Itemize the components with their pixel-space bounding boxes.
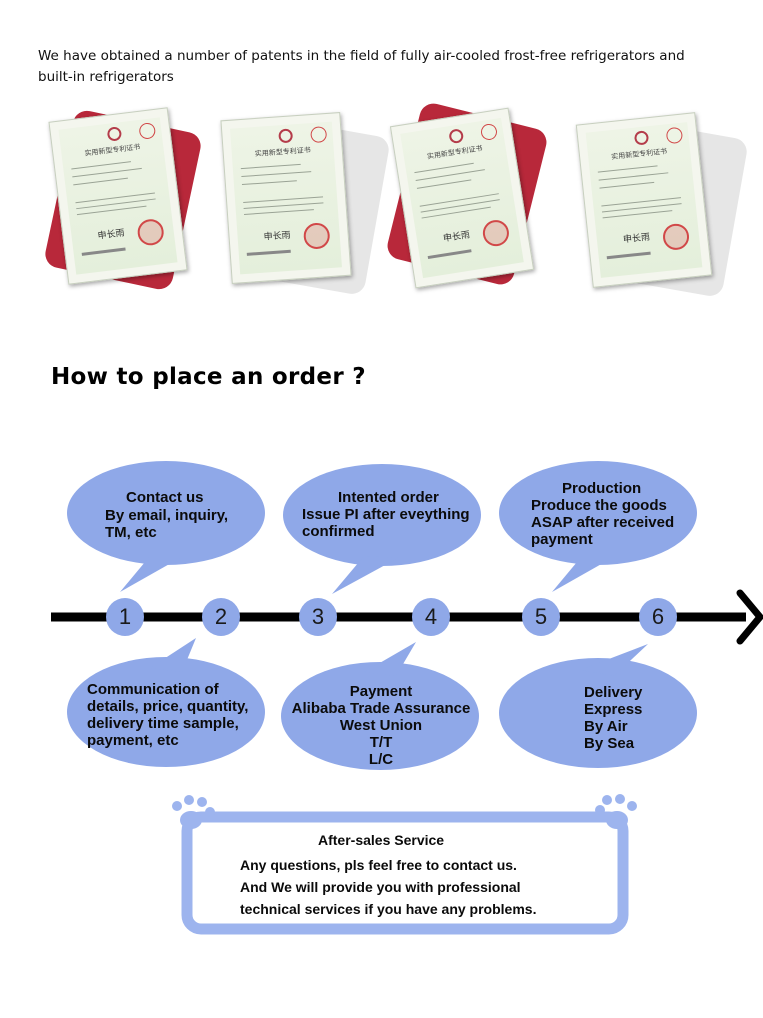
step-number-2: 2	[214, 604, 228, 629]
bubble-contact-title: Contact us	[126, 489, 204, 506]
patent-certificate-2: 实用新型专利证书 申长雨	[206, 100, 396, 300]
bubble-order-line: confirmed	[302, 523, 375, 540]
after-sales-line: And We will provide you with professiona…	[240, 879, 521, 895]
seal-icon	[661, 222, 691, 252]
patent-certificate-3: 实用新型专利证书 申长雨	[384, 100, 574, 300]
bubble-production-title: Production	[562, 480, 642, 497]
bottom-bubbles	[67, 638, 697, 770]
step-number-3: 3	[311, 604, 325, 629]
bubble-production-line: Produce the goods	[531, 497, 667, 514]
bubble-production-line: payment	[531, 531, 593, 548]
bubble-communication-line: payment, etc	[87, 732, 179, 749]
bubble-contact	[67, 461, 265, 565]
after-sales-title: After-sales Service	[318, 832, 445, 848]
order-flow-diagram	[51, 461, 763, 935]
paw-left-icon	[172, 795, 215, 829]
bubble-payment-line: T/T	[369, 734, 393, 751]
certificate-signature: 申长雨	[97, 228, 126, 242]
seal-icon	[481, 218, 511, 249]
seal-icon	[302, 222, 331, 250]
bubble-payment-line: West Union	[339, 717, 423, 734]
patent-logo-icon	[448, 128, 465, 145]
bubble-payment-line: Alibaba Trade Assurance	[291, 700, 471, 717]
after-sales-line: technical services if you have any probl…	[240, 901, 537, 917]
step-number-1: 1	[118, 604, 132, 629]
bubble-contact-line: By email, inquiry,	[105, 507, 229, 524]
step-circle-4	[412, 598, 450, 636]
bubble-contact-line: TM, etc	[105, 524, 157, 541]
arrow-head-icon	[736, 589, 763, 645]
bubble-payment-line: L/C	[368, 751, 394, 768]
bubble-delivery-line: By Air	[584, 718, 628, 735]
intro-text: We have obtained a number of patents in …	[38, 48, 685, 85]
page-title: How to place an order ?	[51, 364, 366, 390]
bubble-communication-line: delivery time sample,	[87, 715, 239, 732]
step-circle-6	[639, 598, 677, 636]
patent-certificate-1: 实用新型专利证书 申长雨	[36, 100, 226, 300]
paw-right-icon	[595, 794, 637, 829]
top-bubbles	[67, 461, 697, 594]
step-number-4: 4	[424, 604, 438, 629]
bubble-delivery-line: By Sea	[584, 735, 635, 752]
certificate-signature: 申长雨	[622, 232, 651, 246]
certificate-signature: 申长雨	[442, 230, 471, 245]
step-number-6: 6	[651, 604, 665, 629]
certificate-title: 实用新型专利证书	[254, 146, 312, 159]
certificate-title: 实用新型专利证书	[84, 142, 141, 158]
stamp-icon	[310, 126, 328, 144]
step-circle-2	[202, 598, 240, 636]
patent-logo-icon	[106, 126, 123, 142]
certificate-signature: 申长雨	[263, 230, 292, 243]
after-sales-frame	[181, 811, 629, 935]
stamp-icon	[479, 122, 499, 142]
step-circle-1	[106, 598, 144, 636]
certificate-title: 实用新型专利证书	[610, 147, 668, 162]
step-circle-3	[299, 598, 337, 636]
patent-certificate-4: 实用新型专利证书 申长雨	[570, 100, 760, 300]
bubble-communication-line: details, price, quantity,	[87, 698, 249, 715]
bubble-communication-line: Communication of	[87, 681, 219, 698]
bubble-order-title: Intented order	[338, 489, 439, 506]
bubble-delivery-title: Delivery	[584, 684, 643, 701]
bubble-payment-title: Payment	[349, 683, 413, 700]
stamp-icon	[138, 122, 157, 140]
patent-logo-icon	[633, 130, 650, 146]
seal-icon	[136, 217, 166, 247]
patent-logo-icon	[278, 128, 294, 144]
bubble-production-line: ASAP after received	[531, 514, 675, 531]
bubble-order-line: Issue PI after eveything	[302, 506, 470, 523]
step-number-5: 5	[534, 604, 548, 629]
after-sales-line: Any questions, pls feel free to contact …	[240, 857, 517, 873]
bubble-delivery-line: Express	[584, 701, 643, 718]
step-circle-5	[522, 598, 560, 636]
stamp-icon	[665, 126, 684, 145]
certificate-title: 实用新型专利证书	[426, 144, 484, 161]
